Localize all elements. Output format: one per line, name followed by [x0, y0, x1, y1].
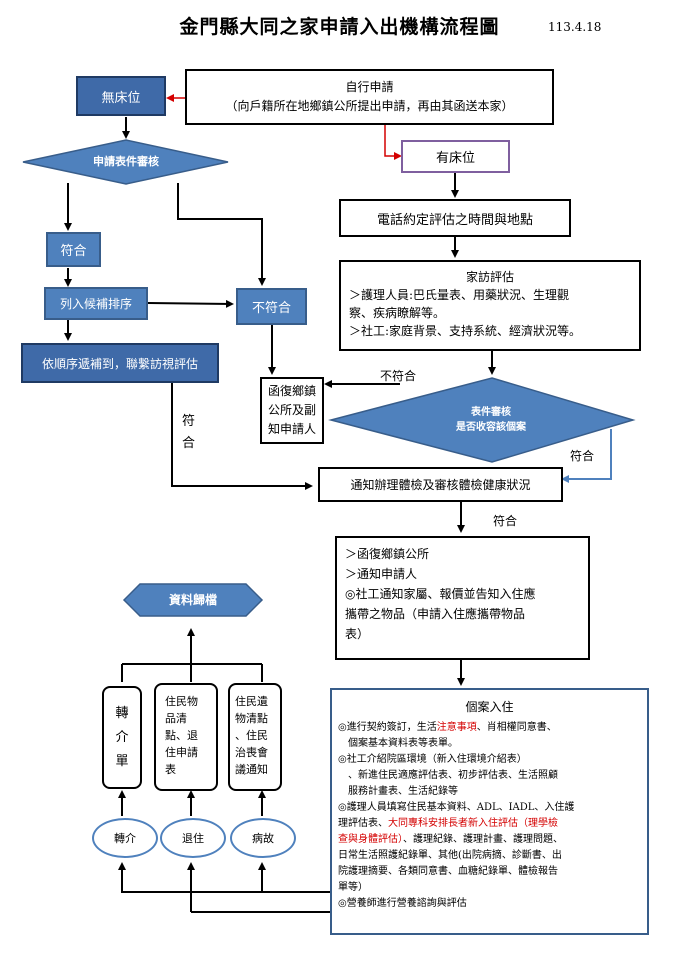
no-bed-box: 無床位: [76, 76, 166, 116]
revision-date: 113.4.18: [548, 20, 602, 34]
waitlist-box: 列入候補排序: [44, 287, 148, 320]
death-line4: 治喪會: [235, 746, 268, 759]
notify-line5: 表）: [345, 627, 370, 641]
edge-label-pass-right: 符合: [570, 449, 595, 463]
admission-l1a: ◎進行契約簽訂，生活: [338, 722, 437, 733]
edge-label-pass-down: 符合: [493, 514, 518, 528]
waitlist-label: 列入候補排序: [59, 297, 132, 311]
self-apply-box: 自行申請 （向戶籍所在地鄉鎮公所提出申請，再由其函送本家）: [185, 69, 554, 125]
diamond-doc-review: [328, 377, 636, 463]
no-bed-label: 無床位: [101, 90, 141, 106]
death-line5: 議通知: [235, 763, 268, 776]
edge-label-fail-right: 不符合: [380, 369, 417, 383]
doc-review-label: 表件審核 是否收容該個案: [410, 403, 572, 437]
death-line2: 物清點: [235, 712, 268, 725]
notify-line4: 攜帶之物品（申請入住應攜帶物品: [345, 607, 526, 621]
notify-line3: ◎社工通知家屬、報價並告知入住應: [345, 587, 536, 601]
home-visit-line2: 察、疾病瞭解等。: [349, 306, 446, 320]
review-form-label: 申請表件審核: [93, 155, 159, 168]
hex-archive: [122, 583, 264, 617]
death-line3: 、住民: [235, 729, 268, 742]
edge-review-pass-right: [561, 429, 612, 483]
admission-l1c: 、肖相權同意書、: [476, 722, 557, 733]
edge-label-pass-a1: 符: [182, 414, 196, 429]
edge-waitlist-fail: [147, 299, 234, 308]
checkout-line1: 住民物: [165, 695, 198, 708]
admission-l8a: 查與身體評估）: [338, 834, 403, 845]
oval-transfer: 轉介: [92, 818, 158, 858]
edge-admit-loop: [118, 862, 330, 893]
phone-schedule-box: 電話約定評估之時間與地點: [339, 199, 571, 237]
pass-left-box: 符合: [46, 232, 101, 267]
notify-line1: ＞函復鄉鎮公所: [345, 547, 430, 561]
admission-line6: ◎護理人員填寫住民基本資料、ADL、IADL、入住護: [338, 802, 575, 813]
reply-line2: 公所及副: [267, 403, 316, 417]
fill-in-order-label: 依順序遞補到，聯繫訪視評估: [41, 356, 198, 371]
checkout-line4: 住申請: [165, 746, 198, 759]
admission-line5: 服務計畫表、生活紀錄等: [338, 786, 458, 797]
notify-box: ＞函復鄉鎮公所 ＞通知申請人 ◎社工通知家屬、報價並告知入住應 攜帶之物品（申請…: [335, 536, 590, 660]
admission-line4: 、新進住民適應評估表、初步評估表、生活照顧: [338, 770, 558, 781]
admission-l7a: 理評估表、: [338, 818, 388, 829]
notify-line2: ＞通知申請人: [345, 567, 418, 581]
admission-l8b: 、護理紀錄、護理計畫、護理問題、: [403, 834, 563, 845]
admission-line9: 日常生活照護紀錄單、其他(出院病摘、診斷書、出: [338, 850, 562, 861]
admission-l7b: 大同專科安排長者新入住評估（理學檢: [388, 818, 558, 829]
fail-left-label: 不符合: [251, 301, 291, 316]
reply-line1: 函復鄉鎮: [267, 384, 316, 398]
diamond-review-form: [22, 139, 229, 185]
oval-transfer-label: 轉介: [114, 832, 136, 845]
admission-line7: 理評估表、大同專科安排長者新入住評估（理學檢: [338, 816, 641, 832]
edge-order-health: [171, 383, 313, 490]
oval-checkout-label: 退住: [182, 832, 204, 845]
checkout-line5: 表: [165, 763, 176, 776]
has-bed-label: 有床位: [435, 151, 475, 166]
self-apply-line1: 自行申請: [345, 80, 394, 94]
page-title: 金門縣大同之家申請入出機構流程圖: [179, 16, 500, 38]
archive-label: 資料歸檔: [168, 593, 217, 607]
pass-left-label: 符合: [60, 244, 87, 259]
admission-line8: 查與身體評估）、護理紀錄、護理計畫、護理問題、: [338, 832, 641, 848]
reply-box: 函復鄉鎮 公所及副 知申請人: [260, 377, 324, 444]
admission-line10: 院護理摘要、各類同意書、血糖紀錄單、體檢報告: [338, 866, 558, 877]
edge-apply-hasbed: [384, 124, 402, 160]
home-visit-box: 家訪評估 ＞護理人員:巴氏量表、用藥狀況、生理觀 察、疾病瞭解等。 ＞社工:家庭…: [339, 260, 641, 351]
admission-line1: ◎進行契約簽訂，生活注意事項、肖相權同意書、: [338, 720, 641, 736]
home-visit-line1: ＞護理人員:巴氏量表、用藥狀況、生理觀: [349, 288, 570, 302]
death-line1: 住民遺: [235, 695, 268, 708]
self-apply-line2: （向戶籍所在地鄉鎮公所提出申請，再由其函送本家）: [225, 99, 514, 113]
oval-death: 病故: [230, 818, 296, 858]
edge-review-fail: [177, 183, 266, 286]
admission-title: 個案入住: [465, 700, 514, 714]
checkout-line2: 品清: [165, 712, 187, 725]
death-box: 住民遺 物清點 、住民 治喪會 議通知: [228, 683, 282, 791]
doc-review-line2: 是否收容該個案: [456, 422, 526, 433]
health-check-box: 通知辦理體檢及審核體檢健康狀況: [318, 467, 563, 502]
home-visit-title: 家訪評估: [465, 270, 514, 284]
checkout-line3: 點、退: [165, 729, 198, 742]
admission-line12: ◎營養師進行營養諮詢與評估: [338, 898, 467, 909]
fill-in-order-box: 依順序遞補到，聯繫訪視評估: [21, 343, 219, 383]
edge-label-pass-a2: 合: [182, 436, 196, 451]
admission-line2: 個案基本資料表等表單。: [338, 738, 458, 749]
phone-schedule-label: 電話約定評估之時間與地點: [376, 212, 533, 228]
transfer-slip-box: 轉介單: [102, 686, 142, 789]
admission-l1b: 注意事項: [436, 722, 477, 733]
fail-left-box: 不符合: [236, 288, 307, 325]
home-visit-line3: ＞社工:家庭背景、支持系統、經濟狀況等。: [349, 324, 582, 338]
has-bed-box: 有床位: [401, 140, 510, 173]
checkout-box: 住民物 品清 點、退 住申請 表: [154, 683, 218, 791]
admission-box: 個案入住 ◎進行契約簽訂，生活注意事項、肖相權同意書、 個案基本資料表等表單。 …: [330, 688, 649, 935]
reply-line3: 知申請人: [267, 422, 316, 436]
oval-checkout: 退住: [160, 818, 226, 858]
admission-line3: ◎社工介紹院區環境（新入住環境介紹表）: [338, 754, 527, 765]
oval-death-label: 病故: [252, 832, 274, 845]
admission-line11: 單等）: [338, 882, 368, 893]
transfer-slip-label: 轉介單: [115, 705, 129, 769]
health-check-label: 通知辦理體檢及審核體檢健康狀況: [350, 478, 531, 492]
doc-review-line1: 表件審核: [471, 407, 511, 418]
